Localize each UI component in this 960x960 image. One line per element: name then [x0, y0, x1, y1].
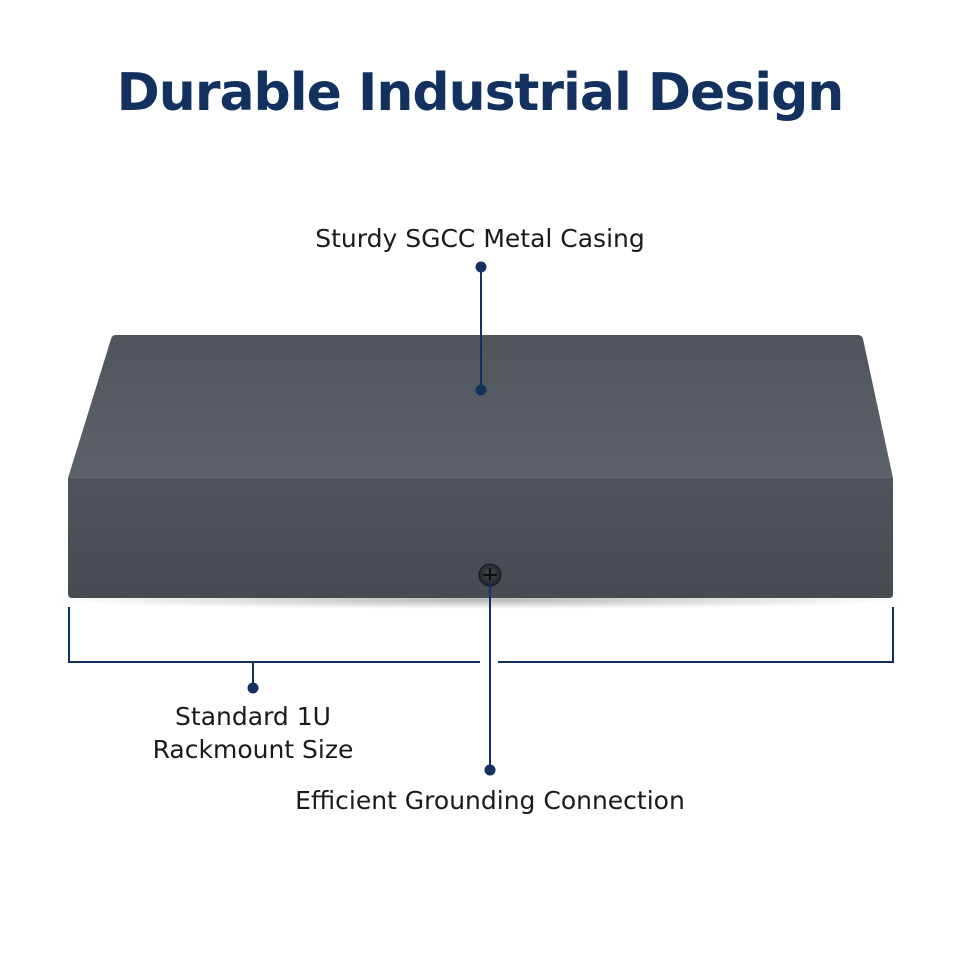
grounding-callout: Efficient Grounding Connection [190, 784, 790, 817]
page-title: Durable Industrial Design [116, 63, 845, 123]
casing-top-face [68, 335, 893, 478]
grounding-callout-label: Efficient Grounding Connection [295, 786, 685, 815]
rack-callout-dot [247, 682, 259, 694]
grounding-callout-pointer [484, 580, 496, 776]
casing-callout: Sturdy SGCC Metal Casing [230, 222, 730, 255]
rack-size-callout-line-1: Standard 1U [175, 702, 331, 731]
casing-front-face [68, 478, 893, 598]
rack-width-bracket [68, 607, 894, 688]
casing-callout-label: Sturdy SGCC Metal Casing [315, 224, 645, 253]
rack-size-callout-line-2: Rackmount Size [152, 735, 354, 764]
rack-size-callout: Standard 1U Rackmount Size [103, 700, 403, 766]
screw-icon [478, 563, 502, 587]
casing-callout-pointer [475, 261, 487, 396]
